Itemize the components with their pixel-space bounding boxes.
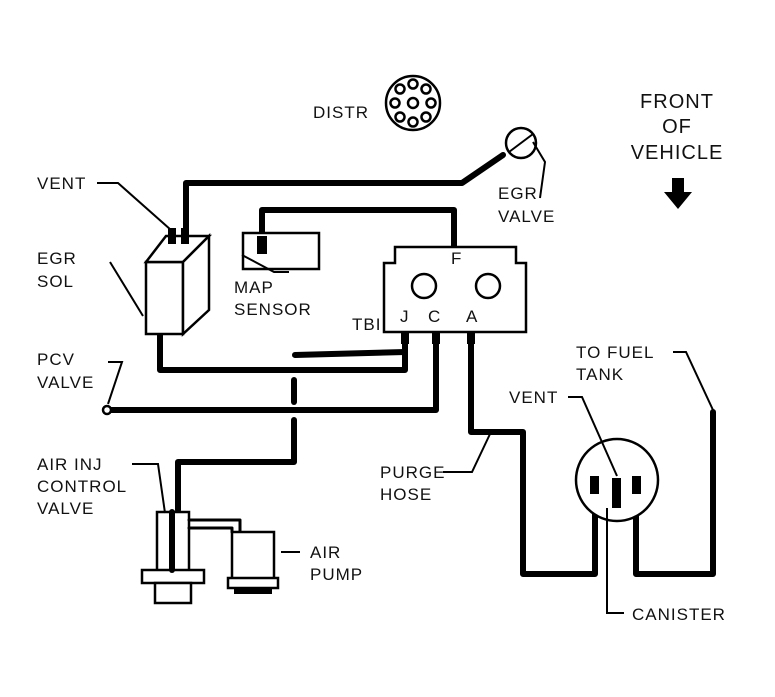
- tbi-label: TBI: [352, 315, 381, 334]
- air-pump-label-1: AIR: [310, 543, 341, 562]
- port-a-label: A: [466, 307, 478, 326]
- canister: [574, 437, 660, 523]
- air-pump-label-2: PUMP: [310, 565, 363, 584]
- canister-label: CANISTER: [632, 605, 726, 624]
- egr-valve-label-1: EGR: [498, 184, 538, 203]
- map-sensor: [241, 231, 321, 271]
- egr-valve: [504, 126, 538, 160]
- map-label-1: MAP: [234, 278, 274, 297]
- egr-valve-label-2: VALVE: [498, 207, 555, 226]
- pcv-label-2: VALVE: [37, 373, 94, 392]
- egr-sol-label-1: EGR: [37, 249, 77, 268]
- air-pump: [226, 530, 280, 594]
- arrow-down-icon: [664, 178, 692, 209]
- port-j-label: J: [400, 307, 410, 326]
- port-c-label: C: [428, 307, 441, 326]
- air-inj-label-1: AIR INJ: [37, 455, 103, 474]
- vent-canister-label: VENT: [509, 388, 558, 407]
- purge-label-2: HOSE: [380, 485, 432, 504]
- fuel-tank-label-1: TO FUEL: [576, 343, 654, 362]
- air-inj-label-2: CONTROL: [37, 477, 127, 496]
- egr-solenoid: [143, 228, 213, 337]
- fuel-tank-label-2: TANK: [576, 365, 624, 384]
- port-f-label: F: [451, 249, 462, 268]
- air-inj-control-valve: [140, 509, 242, 605]
- pcv-label-1: PCV: [37, 350, 75, 369]
- pcv-valve: [101, 404, 113, 416]
- purge-label-1: PURGE: [380, 463, 445, 482]
- tbi-unit: [382, 245, 528, 344]
- front-label-2: OF: [662, 116, 692, 138]
- distr-label: DISTR: [313, 103, 369, 122]
- map-label-2: SENSOR: [234, 300, 312, 319]
- front-label-3: VEHICLE: [631, 142, 724, 164]
- front-label-1: FRONT: [640, 91, 714, 113]
- air-inj-label-3: VALVE: [37, 499, 94, 518]
- vent-top-label: VENT: [37, 174, 86, 193]
- leader-lines: [97, 141, 714, 614]
- distributor-icon: [384, 74, 442, 132]
- egr-sol-label-2: SOL: [37, 272, 74, 291]
